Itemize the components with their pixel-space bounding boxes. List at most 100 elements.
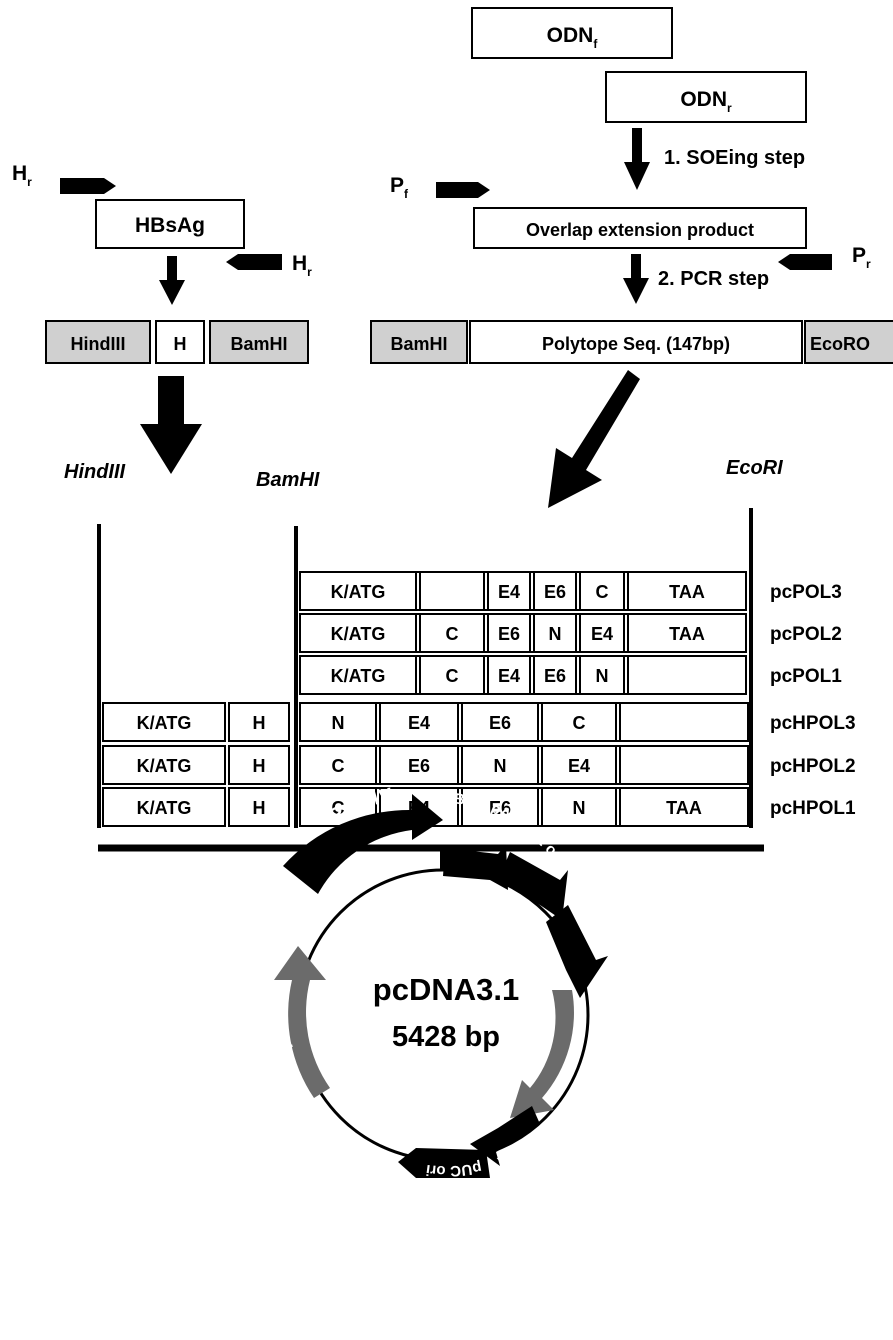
construct-prefix-cell	[102, 702, 226, 742]
construct-cell	[299, 702, 377, 742]
construct-cell	[299, 571, 417, 611]
hbsag-arrow-shaft	[167, 256, 177, 282]
feature-sv40pa-icon	[470, 1106, 540, 1166]
overlap-product-box	[473, 207, 807, 249]
construct-cell-label: TAA	[666, 798, 702, 818]
construct-cell-label: N	[494, 756, 507, 776]
construct-cell	[299, 613, 417, 653]
construct-prefix-cell	[228, 745, 290, 785]
construct-cell	[579, 655, 625, 695]
primer-h-left-label: Hr	[12, 162, 32, 189]
construct-cell	[619, 702, 749, 742]
primer-h-right-arrow	[226, 254, 282, 270]
construct-cell	[487, 613, 531, 653]
feature-neomycin-icon	[510, 990, 574, 1118]
construct-cell-label: E6	[544, 582, 566, 602]
plasmid-map: P CMV BGH pA f1 ori SV40 ori Neomycin SV…	[267, 784, 612, 1179]
primer-pr-label: Pr	[852, 244, 871, 271]
construct-cell	[533, 571, 577, 611]
left-cassette-bamhi-label: BamHI	[230, 334, 287, 354]
construct-cell	[627, 655, 747, 695]
left-cassette-hindiii	[45, 320, 151, 364]
feature-pucori-label: pUC ori	[425, 1159, 483, 1180]
construct-cell-label: E6	[544, 666, 566, 686]
construct-cell	[619, 745, 749, 785]
primer-pr-arrow	[778, 254, 832, 270]
construct-prefix-label: H	[253, 713, 266, 733]
construct-cell-label: E6	[408, 756, 430, 776]
feature-pucori-icon	[398, 1148, 490, 1178]
right-cassette-bamhi	[370, 320, 468, 364]
construct-cell-label: E6	[498, 624, 520, 644]
hbsag-box	[95, 199, 245, 249]
construct-cell-label: E6	[489, 798, 511, 818]
construct-cell-label: K/ATG	[331, 582, 386, 602]
construct-prefix-label: H	[253, 798, 266, 818]
construct-prefix-label: H	[253, 756, 266, 776]
odn-f-box	[471, 7, 673, 59]
right-cassette-ecor	[804, 320, 893, 364]
construct-cell	[487, 655, 531, 695]
construct-cell	[379, 745, 459, 785]
hbsag-label: HBsAg	[135, 214, 205, 237]
right-cassette-polytope	[469, 320, 803, 364]
construct-cell-label: C	[446, 666, 459, 686]
construct-cell-label: K/ATG	[331, 624, 386, 644]
soe-arrow-shaft	[632, 128, 642, 164]
construct-prefix-cell	[228, 702, 290, 742]
feature-bghpa-icon	[443, 845, 508, 890]
construct-cell	[299, 745, 377, 785]
construct-cell-label: E4	[408, 713, 430, 733]
construct-cell-label: N	[332, 713, 345, 733]
construct-name: pcHPOL1	[770, 798, 856, 819]
construct-cell-label: TAA	[669, 624, 705, 644]
hbsag-arrow-head	[159, 280, 185, 305]
construct-cell-label: C	[446, 624, 459, 644]
construct-cell	[379, 702, 459, 742]
construct-cell	[299, 655, 417, 695]
left-cassette-hindiii-label: HindIII	[71, 334, 126, 354]
feature-pcmv-icon	[283, 794, 443, 894]
soe-arrow-head	[624, 162, 650, 190]
plasmid-backbone	[296, 868, 590, 1162]
construct-cell-label: TAA	[669, 582, 705, 602]
construct-cell-label: C	[596, 582, 609, 602]
left-big-arrow-head	[140, 424, 202, 474]
construct-cell-label: N	[549, 624, 562, 644]
construct-name: pcHPOL3	[770, 713, 856, 734]
site-hindiii-label: HindIII	[64, 461, 126, 483]
construct-name: pcPOL3	[770, 582, 842, 603]
construct-prefix-label: K/ATG	[137, 713, 192, 733]
soe-step-label: 1. SOEing step	[664, 147, 805, 169]
odn-r-box	[605, 71, 807, 123]
construct-cell	[627, 571, 747, 611]
odn-r-label: ODNr	[680, 88, 732, 115]
construct-cell-label: E4	[568, 756, 590, 776]
right-cassette-polytope-label: Polytope Seq. (147bp)	[542, 334, 730, 354]
primer-h-left-arrow	[60, 178, 116, 194]
plasmid-size: 5428 bp	[392, 1021, 500, 1053]
construct-cell-label: E4	[498, 582, 520, 602]
construct-cell-label: C	[332, 756, 345, 776]
construct-cell	[579, 613, 625, 653]
construct-prefix-label: K/ATG	[137, 798, 192, 818]
primer-pf-arrow	[436, 182, 490, 198]
construct-prefix-label: K/ATG	[137, 756, 192, 776]
pcr-arrow-shaft	[631, 254, 641, 280]
construct-cell	[541, 702, 617, 742]
construct-cell	[533, 613, 577, 653]
left-cassette-h-label: H	[174, 334, 187, 354]
diagonal-arrow	[548, 370, 640, 508]
construct-name: pcPOL2	[770, 624, 842, 645]
construct-cell	[461, 702, 539, 742]
overlap-product-label: Overlap extension product	[526, 220, 754, 240]
right-cassette-ecor-label: EcoRO	[810, 334, 870, 354]
construct-cell	[461, 787, 539, 827]
construct-cell-label: E6	[489, 713, 511, 733]
left-cassette-h	[155, 320, 205, 364]
construct-cell-label: E4	[591, 624, 613, 644]
construct-cell	[627, 613, 747, 653]
